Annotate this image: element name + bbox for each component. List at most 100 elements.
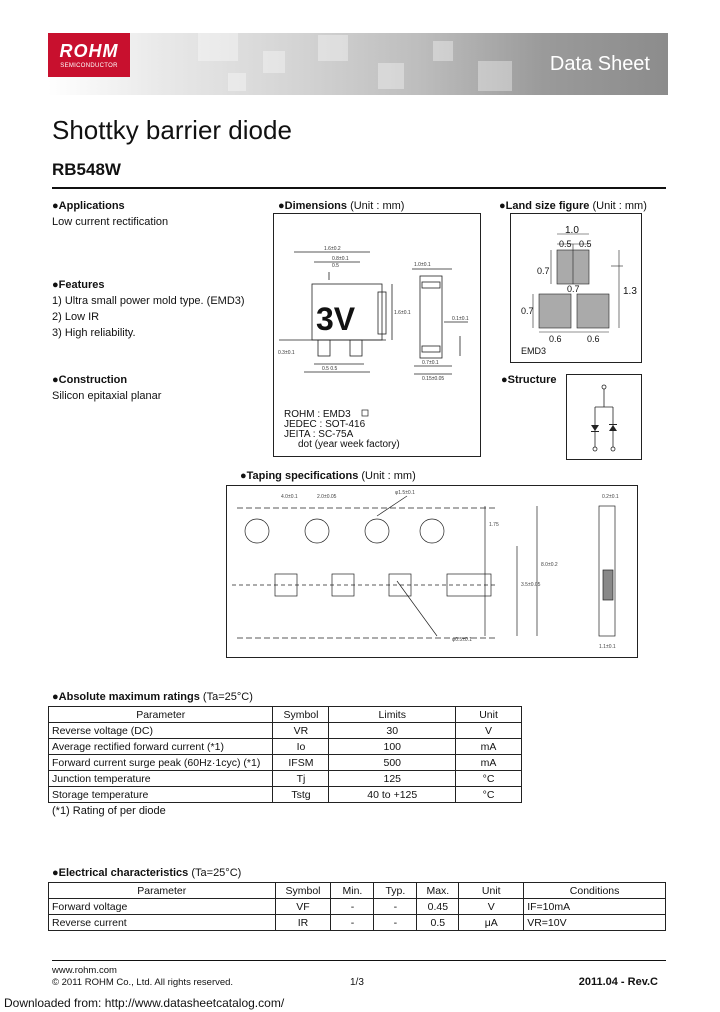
column-header: Parameter [48,882,276,899]
column-header: Unit [455,706,522,723]
column-header: Symbol [272,706,330,723]
column-header: Conditions [523,882,666,899]
part-number: RB548W [52,160,121,179]
cell-parameter: Storage temperature [47,786,274,803]
column-header: Parameter [47,706,274,723]
svg-text:1.0±0.1: 1.0±0.1 [414,262,431,268]
cell-symbol: VR [272,722,330,739]
land-pattern-drawing: 1.0 0.5 0.5 0.7 0.7 0.7 1.3 0.6 0.6 EMD3 [521,225,637,356]
revision-label: 2011.04 - Rev.C [578,976,658,988]
land-dim: 1.0 [565,225,579,236]
cell-limits: 125 [328,770,457,787]
cell-parameter: Reverse voltage (DC) [47,722,274,739]
land-dim: 0.7 [537,266,550,276]
land-size-figure: 1.0 0.5 0.5 0.7 0.7 0.7 1.3 0.6 0.6 EMD3 [510,213,642,363]
cell-limits: 500 [328,754,457,771]
svg-text:3.5±0.05: 3.5±0.05 [521,582,541,588]
structure-figure [566,374,642,460]
land-dim: 0.6 [587,334,600,344]
cell-symbol: IR [274,914,332,931]
svg-text:0.5 0.5: 0.5 0.5 [322,366,338,372]
svg-text:1.6±0.1: 1.6±0.1 [394,310,411,316]
dimensions-figure: 1.6±0.2 0.8±0.1 0.5 1.6±0.1 1.0±0.1 0.1±… [273,213,481,457]
download-source-link[interactable]: Downloaded from: http://www.datasheetcat… [4,996,285,1010]
svg-text:φ0.5±0.1: φ0.5±0.1 [452,637,472,643]
cell-symbol: Io [272,738,330,755]
feature-item: 3) High reliability. [52,327,136,339]
header-banner [48,33,668,95]
cell-unit: V [455,722,522,739]
svg-text:0.5: 0.5 [332,263,339,269]
svg-text:1.1±0.1: 1.1±0.1 [599,644,616,650]
table-header-row: Parameter Symbol Limits Unit [47,706,522,723]
cell-unit: mA [455,738,522,755]
applications-heading: ●Applications [52,200,125,212]
feature-item: 2) Low IR [52,311,100,323]
svg-text:0.15±0.05: 0.15±0.05 [422,376,444,382]
taping-figure: 4.0±0.1 2.0±0.05 φ1.5±0.1 1.75 3.5±0.05 … [226,485,638,658]
cell-conditions: VR=10V [523,914,666,931]
footer-divider [52,960,666,961]
land-dim: 1.3 [623,286,637,297]
marking-code: 3V [316,301,356,337]
footer-website[interactable]: www.rohm.com [52,965,117,976]
features-heading: ●Features [52,279,105,291]
elec-char-heading: ●Electrical characteristics (Ta=25°C) [52,867,242,879]
cell-symbol: VF [274,898,332,915]
package-outline-drawing: 1.6±0.2 0.8±0.1 0.5 1.6±0.1 1.0±0.1 0.1±… [278,246,469,417]
abs-max-heading: ●Absolute maximum ratings (Ta=25°C) [52,691,253,703]
table-row: Reverse voltage (DC) VR 30 V [47,722,522,739]
svg-text:0.3±0.1: 0.3±0.1 [278,350,295,356]
logo-main-text: ROHM [59,41,119,61]
cell-symbol: Tj [272,770,330,787]
table-row: Storage temperature Tstg 40 to +125 °C [47,786,522,803]
svg-text:4.0±0.1: 4.0±0.1 [281,494,298,500]
dimensions-heading: ●Dimensions (Unit : mm) [278,200,405,212]
cell-unit: V [458,898,525,915]
feature-item: 1) Ultra small power mold type. (EMD3) [52,295,245,307]
svg-text:1.75: 1.75 [489,522,499,528]
applications-text: Low current rectification [52,216,169,228]
column-header: Typ. [373,882,418,899]
land-size-heading: ●Land size figure (Unit : mm) [499,200,647,212]
doc-type-label: Data Sheet [549,53,650,75]
svg-text:0.1±0.1: 0.1±0.1 [452,316,469,322]
pkg-jeita: JEITA : SC-75A [284,429,354,440]
table-header-row: Parameter Symbol Min. Typ. Max. Unit Con… [48,882,666,899]
svg-text:0.2±0.1: 0.2±0.1 [602,494,619,500]
land-dim: 0.7 [567,284,580,294]
cell-unit: mA [455,754,522,771]
pkg-jedec: JEDEC : SOT-416 [284,419,366,430]
land-dim: 0.5 [579,239,592,249]
diode-schematic [591,384,617,452]
cell-min: - [330,914,375,931]
date-code-note: dot (year week factory) [298,439,400,450]
cell-limits: 40 to +125 [328,786,457,803]
footer-copyright: © 2011 ROHM Co., Ltd. All rights reserve… [52,977,234,988]
tape-reel-drawing: 4.0±0.1 2.0±0.05 φ1.5±0.1 1.75 3.5±0.05 … [232,490,619,650]
cell-unit: μA [458,914,525,931]
abs-max-table: Parameter Symbol Limits Unit Reverse vol… [47,706,522,803]
land-dim: 0.5 [559,239,572,249]
structure-heading: ●Structure [501,374,557,386]
column-header: Symbol [274,882,332,899]
land-dim: 0.7 [521,306,534,316]
cell-symbol: Tstg [272,786,330,803]
cell-parameter: Forward voltage [48,898,276,915]
svg-text:0.7±0.1: 0.7±0.1 [422,360,439,366]
package-standards: ROHM : EMD3 JEDEC : SOT-416 JEITA : SC-7… [284,410,400,450]
column-header: Limits [328,706,457,723]
cell-typ: - [373,914,418,931]
column-header: Max. [416,882,460,899]
cell-unit: °C [455,770,522,787]
cell-typ: - [373,898,418,915]
logo-sub-text: SEMICONDUCTOR [60,63,118,69]
cell-max: 0.5 [416,914,460,931]
column-header: Unit [458,882,525,899]
cell-conditions: IF=10mA [523,898,666,915]
table-row: Junction temperature Tj 125 °C [47,770,522,787]
svg-text:1.6±0.2: 1.6±0.2 [324,246,341,252]
cell-limits: 100 [328,738,457,755]
cell-max: 0.45 [416,898,460,915]
construction-heading: ●Construction [52,374,128,386]
